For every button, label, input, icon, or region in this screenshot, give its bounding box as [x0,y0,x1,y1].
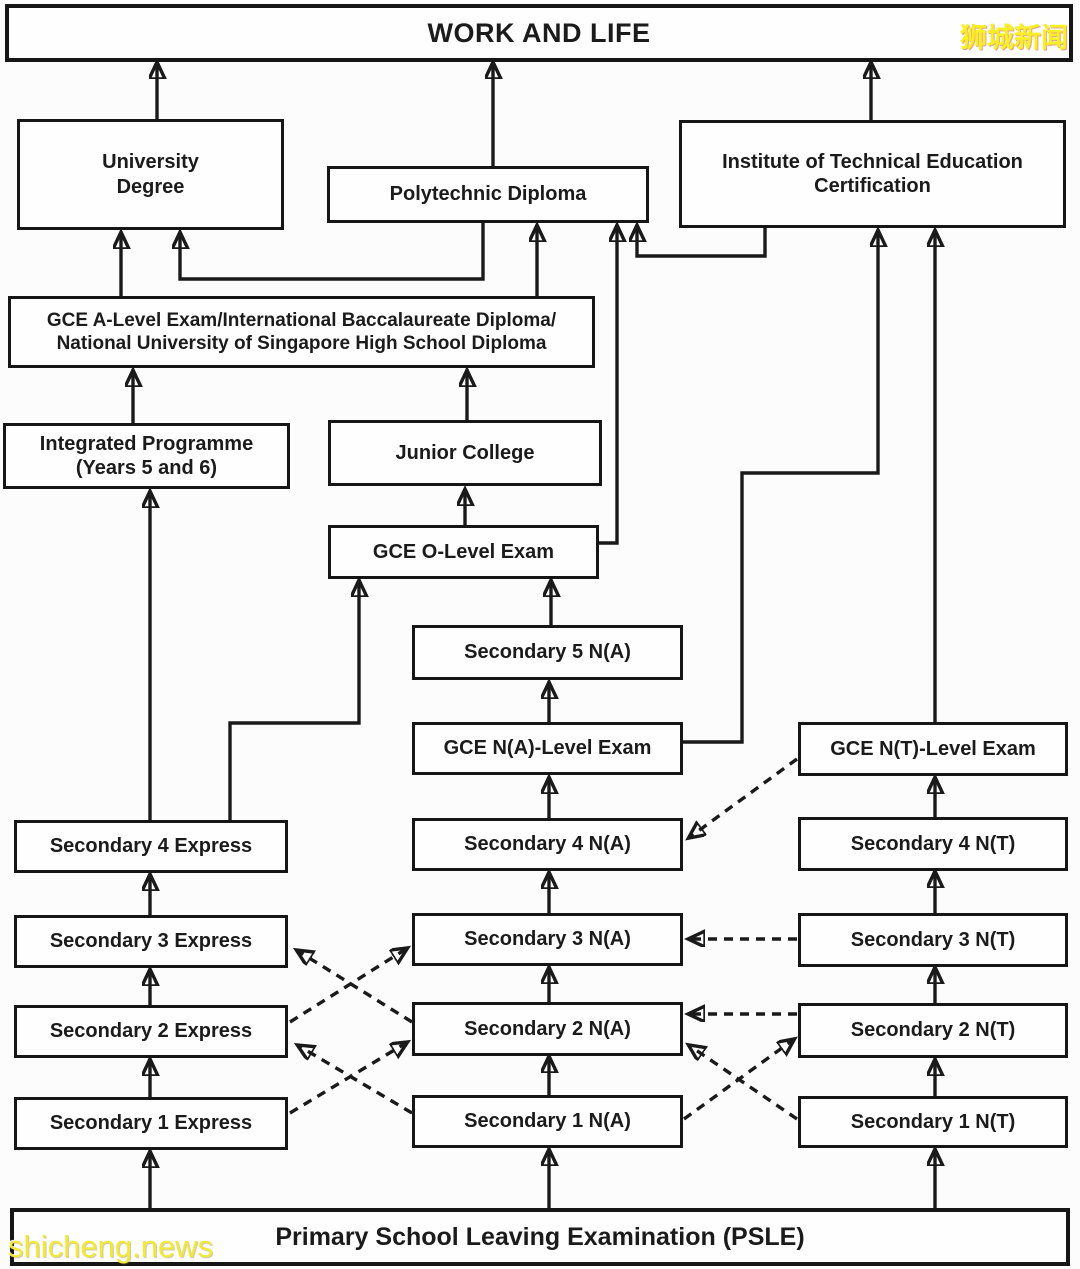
node-secondary-4-na: Secondary 4 N(A) [412,818,683,871]
node-secondary-1-nt: Secondary 1 N(T) [798,1096,1068,1148]
node-secondary-2-nt: Secondary 2 N(T) [798,1003,1068,1058]
node-secondary-4-nt: Secondary 4 N(T) [798,817,1068,871]
node-ite-certification: Institute of Technical Education Certifi… [679,120,1066,228]
node-polytechnic-diploma-label: Polytechnic Diploma [389,183,587,206]
edge-sec2exp-to-sec3na [289,949,406,1024]
node-work-and-life-label: WORK AND LIFE [427,17,651,48]
edge-sec1na-to-sec2exp [299,1046,413,1115]
node-secondary-4-na-label: Secondary 4 N(A) [464,833,631,856]
node-secondary-1-express-label: Secondary 1 Express [49,1112,253,1135]
node-secondary-3-na-label: Secondary 3 N(A) [464,928,631,951]
node-junior-college: Junior College [328,420,602,486]
node-gce-o-level-label: GCE O-Level Exam [372,540,555,563]
node-psle-label: Primary School Leaving Examination (PSLE… [275,1222,805,1251]
node-university-degree: University Degree [17,119,284,230]
node-gce-o-level: GCE O-Level Exam [328,525,599,579]
node-gce-na-level: GCE N(A)-Level Exam [412,722,683,775]
edge-gcena-to-ite [682,232,878,744]
node-gce-nt-level-label: GCE N(T)-Level Exam [830,737,1036,760]
node-integrated-programme-label: Integrated Programme (Years 5 and 6) [39,432,254,479]
node-secondary-3-nt: Secondary 3 N(T) [798,913,1068,967]
node-secondary-3-na: Secondary 3 N(A) [412,913,683,966]
node-gce-nt-level: GCE N(T)-Level Exam [798,722,1068,776]
node-secondary-3-express-label: Secondary 3 Express [49,930,253,953]
node-gce-na-level-label: GCE N(A)-Level Exam [443,737,652,760]
node-secondary-2-na: Secondary 2 N(A) [412,1002,683,1056]
node-secondary-1-nt-label: Secondary 1 N(T) [850,1110,1016,1133]
node-a-level-label: GCE A-Level Exam/International Baccalaur… [46,309,557,354]
node-university-degree-label: University Degree [102,151,199,198]
edge-gcent-to-sec4na [690,757,799,837]
edge-sec4exp-to-olevel [228,582,359,821]
node-secondary-4-express-label: Secondary 4 Express [49,835,253,858]
edge-sec1nt-to-sec2na [690,1046,798,1121]
node-integrated-programme: Integrated Programme (Years 5 and 6) [3,423,290,489]
node-secondary-2-nt-label: Secondary 2 N(T) [850,1019,1016,1042]
node-secondary-3-express: Secondary 3 Express [14,915,288,968]
edge-polytechnic-to-university [180,222,485,281]
edge-olevel-to-polytechnic [599,227,617,545]
node-junior-college-label: Junior College [395,441,535,464]
node-secondary-2-na-label: Secondary 2 N(A) [464,1017,631,1040]
node-secondary-4-express: Secondary 4 Express [14,820,288,873]
edge-ite-to-polytechnic [637,227,767,258]
node-secondary-4-nt-label: Secondary 4 N(T) [850,832,1016,855]
node-secondary-5-na-label: Secondary 5 N(A) [464,641,631,664]
node-a-level: GCE A-Level Exam/International Baccalaur… [8,296,595,368]
node-secondary-1-express: Secondary 1 Express [14,1097,288,1150]
edge-sec2na-to-sec3exp [298,951,413,1024]
edge-sec1na-to-sec2nt [683,1040,793,1121]
node-secondary-3-nt-label: Secondary 3 N(T) [850,928,1016,951]
node-psle: Primary School Leaving Examination (PSLE… [10,1208,1070,1266]
node-secondary-1-na-label: Secondary 1 N(A) [464,1110,631,1133]
node-work-and-life: WORK AND LIFE [5,4,1073,62]
node-secondary-2-express: Secondary 2 Express [14,1005,288,1058]
node-secondary-5-na: Secondary 5 N(A) [412,625,683,680]
edge-sec1exp-to-sec2na [289,1043,406,1115]
node-polytechnic-diploma: Polytechnic Diploma [327,166,649,223]
node-secondary-1-na: Secondary 1 N(A) [412,1095,683,1148]
node-secondary-2-express-label: Secondary 2 Express [49,1020,253,1043]
node-ite-certification-label: Institute of Technical Education Certifi… [722,150,1023,197]
